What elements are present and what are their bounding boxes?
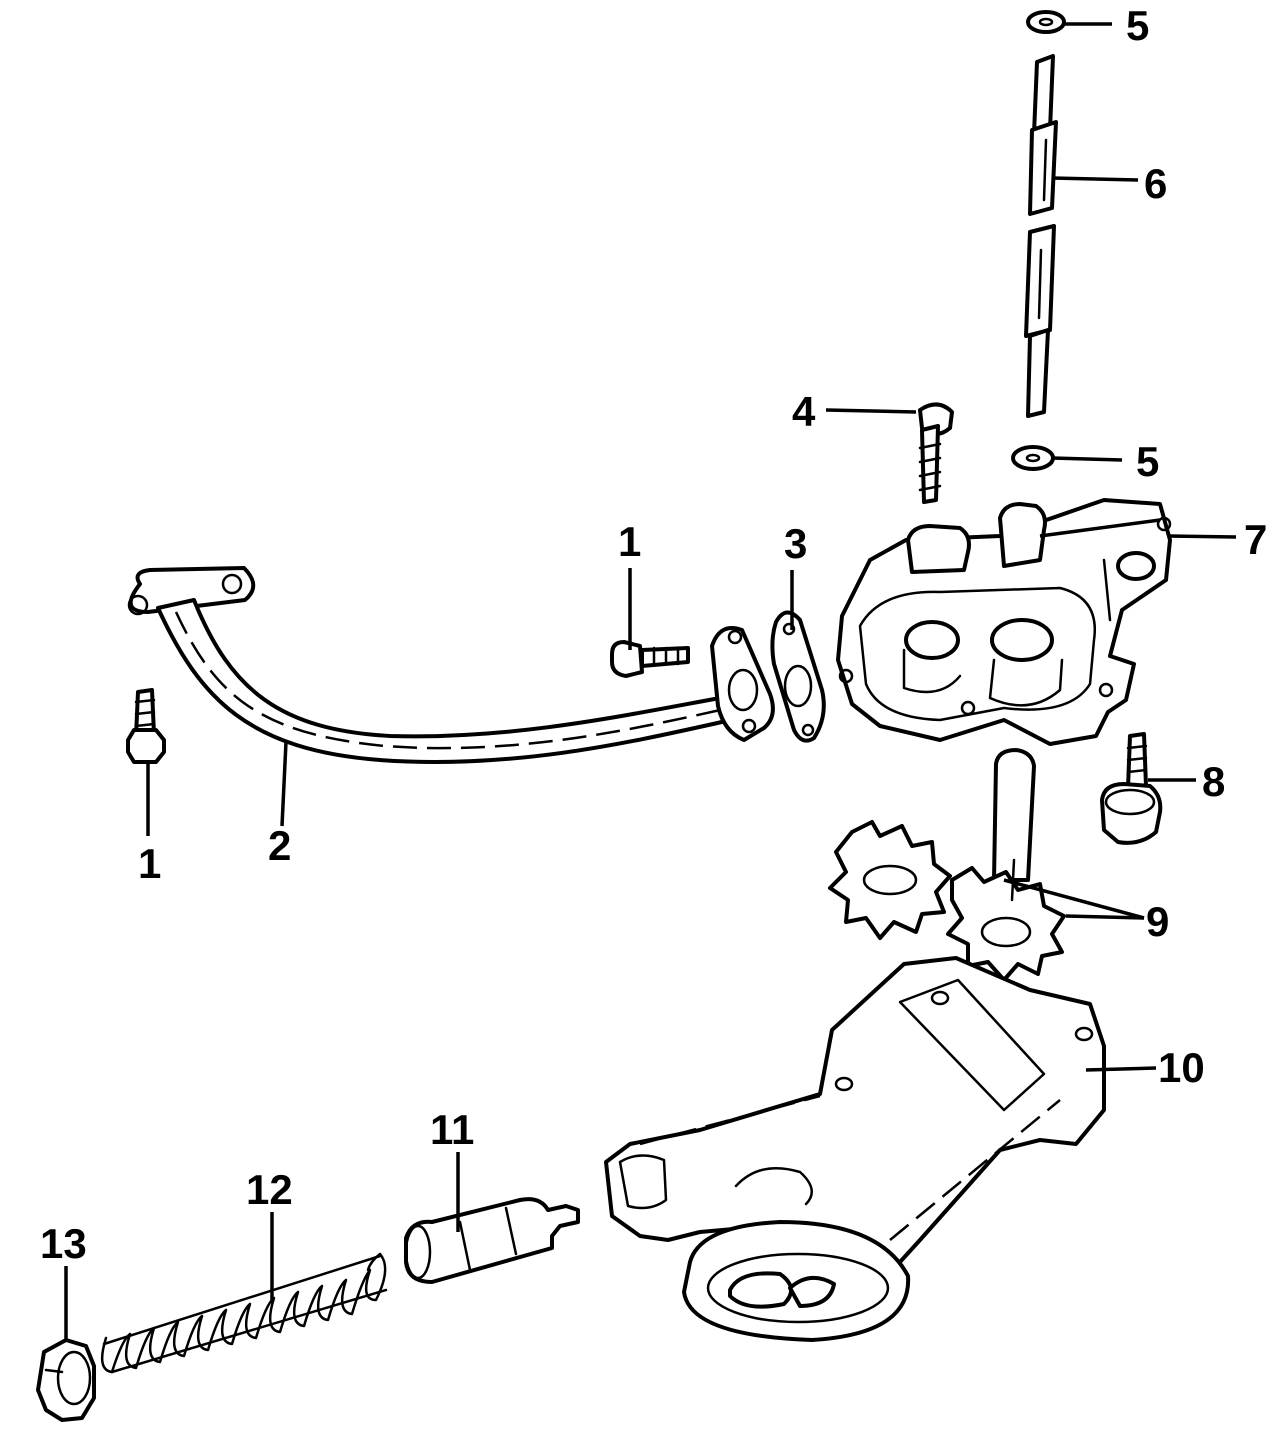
callout-1-top: 1: [618, 518, 641, 565]
part-washer-top: [1026, 10, 1066, 34]
part-relief-plunger: [404, 1197, 580, 1284]
callout-1-bottom: 1: [138, 840, 161, 887]
callout-5-middle: 5: [1136, 438, 1159, 485]
callouts: 5 6 4 5 7 1 3 1 2 8 9 10 11 12 13: [40, 2, 1267, 1267]
callout-6: 6: [1144, 160, 1167, 207]
part-spring: [100, 1252, 388, 1374]
callout-5-top: 5: [1126, 2, 1149, 49]
part-cap-screw: [918, 402, 954, 504]
callout-3: 3: [784, 520, 807, 567]
part-bolt-right: [1100, 732, 1163, 845]
part-plug-nut: [36, 1338, 96, 1422]
part-gears: [828, 748, 1066, 982]
callout-10: 10: [1158, 1044, 1205, 1091]
part-bolt-vertical: [126, 688, 166, 764]
callout-12: 12: [246, 1166, 293, 1213]
part-suction-pipe: [127, 566, 775, 764]
callout-9: 9: [1146, 898, 1169, 945]
part-pump-body: [836, 498, 1172, 746]
part-bolt-horizontal: [610, 640, 690, 678]
part-drive-shaft: [1024, 54, 1058, 418]
part-washer-middle: [1011, 445, 1055, 471]
callout-2: 2: [268, 822, 291, 869]
leader-lines: [64, 22, 1237, 1340]
callout-7: 7: [1244, 516, 1267, 563]
callout-11: 11: [430, 1106, 474, 1153]
part-gasket: [770, 610, 826, 743]
part-pump-housing: [604, 956, 1106, 1342]
callout-4: 4: [792, 388, 816, 435]
callout-8: 8: [1202, 758, 1225, 805]
callout-13: 13: [40, 1220, 87, 1267]
